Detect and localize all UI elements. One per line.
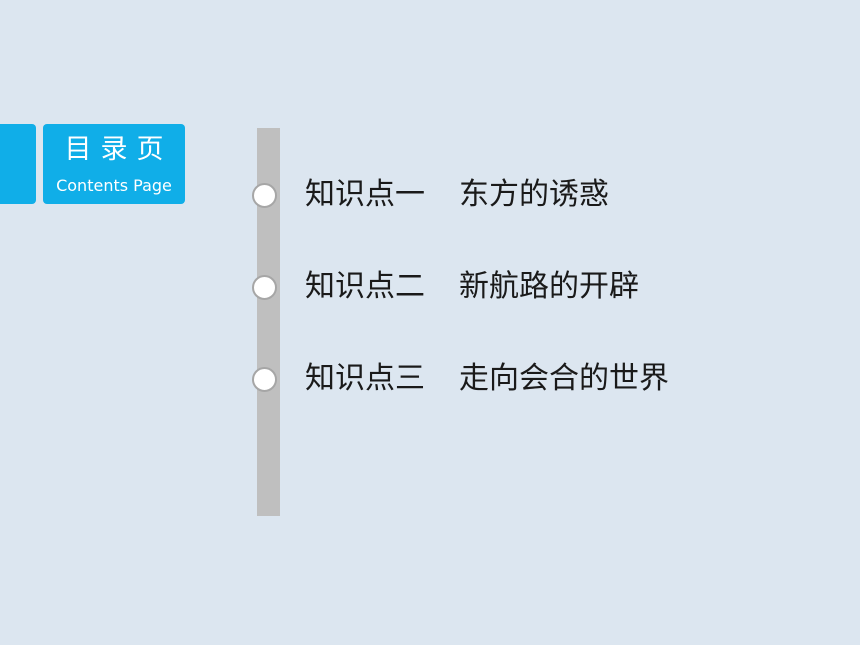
toc-item-3[interactable]: 知识点三 走向会合的世界 — [252, 359, 669, 399]
toc-item-1[interactable]: 知识点一 东方的诱惑 — [252, 175, 609, 215]
toc-item-label: 知识点二 — [305, 269, 425, 304]
toc-item-2[interactable]: 知识点二 新航路的开辟 — [252, 267, 639, 307]
contents-header-badge: 目录页 Contents Page — [43, 124, 185, 204]
toc-item-topic: 走向会合的世界 — [459, 361, 669, 396]
contents-subtitle: Contents Page — [56, 176, 172, 195]
timeline-node-icon — [252, 274, 277, 300]
timeline-bar — [257, 128, 280, 516]
toc-item-label: 知识点三 — [305, 361, 425, 396]
toc-item-label: 知识点一 — [305, 177, 425, 212]
timeline-node-icon — [252, 182, 277, 208]
toc-item-topic: 东方的诱惑 — [459, 177, 609, 212]
contents-title: 目录页 — [64, 134, 173, 165]
timeline-node-icon — [252, 366, 277, 392]
header-accent-tab — [0, 124, 36, 204]
toc-item-topic: 新航路的开辟 — [459, 269, 639, 304]
